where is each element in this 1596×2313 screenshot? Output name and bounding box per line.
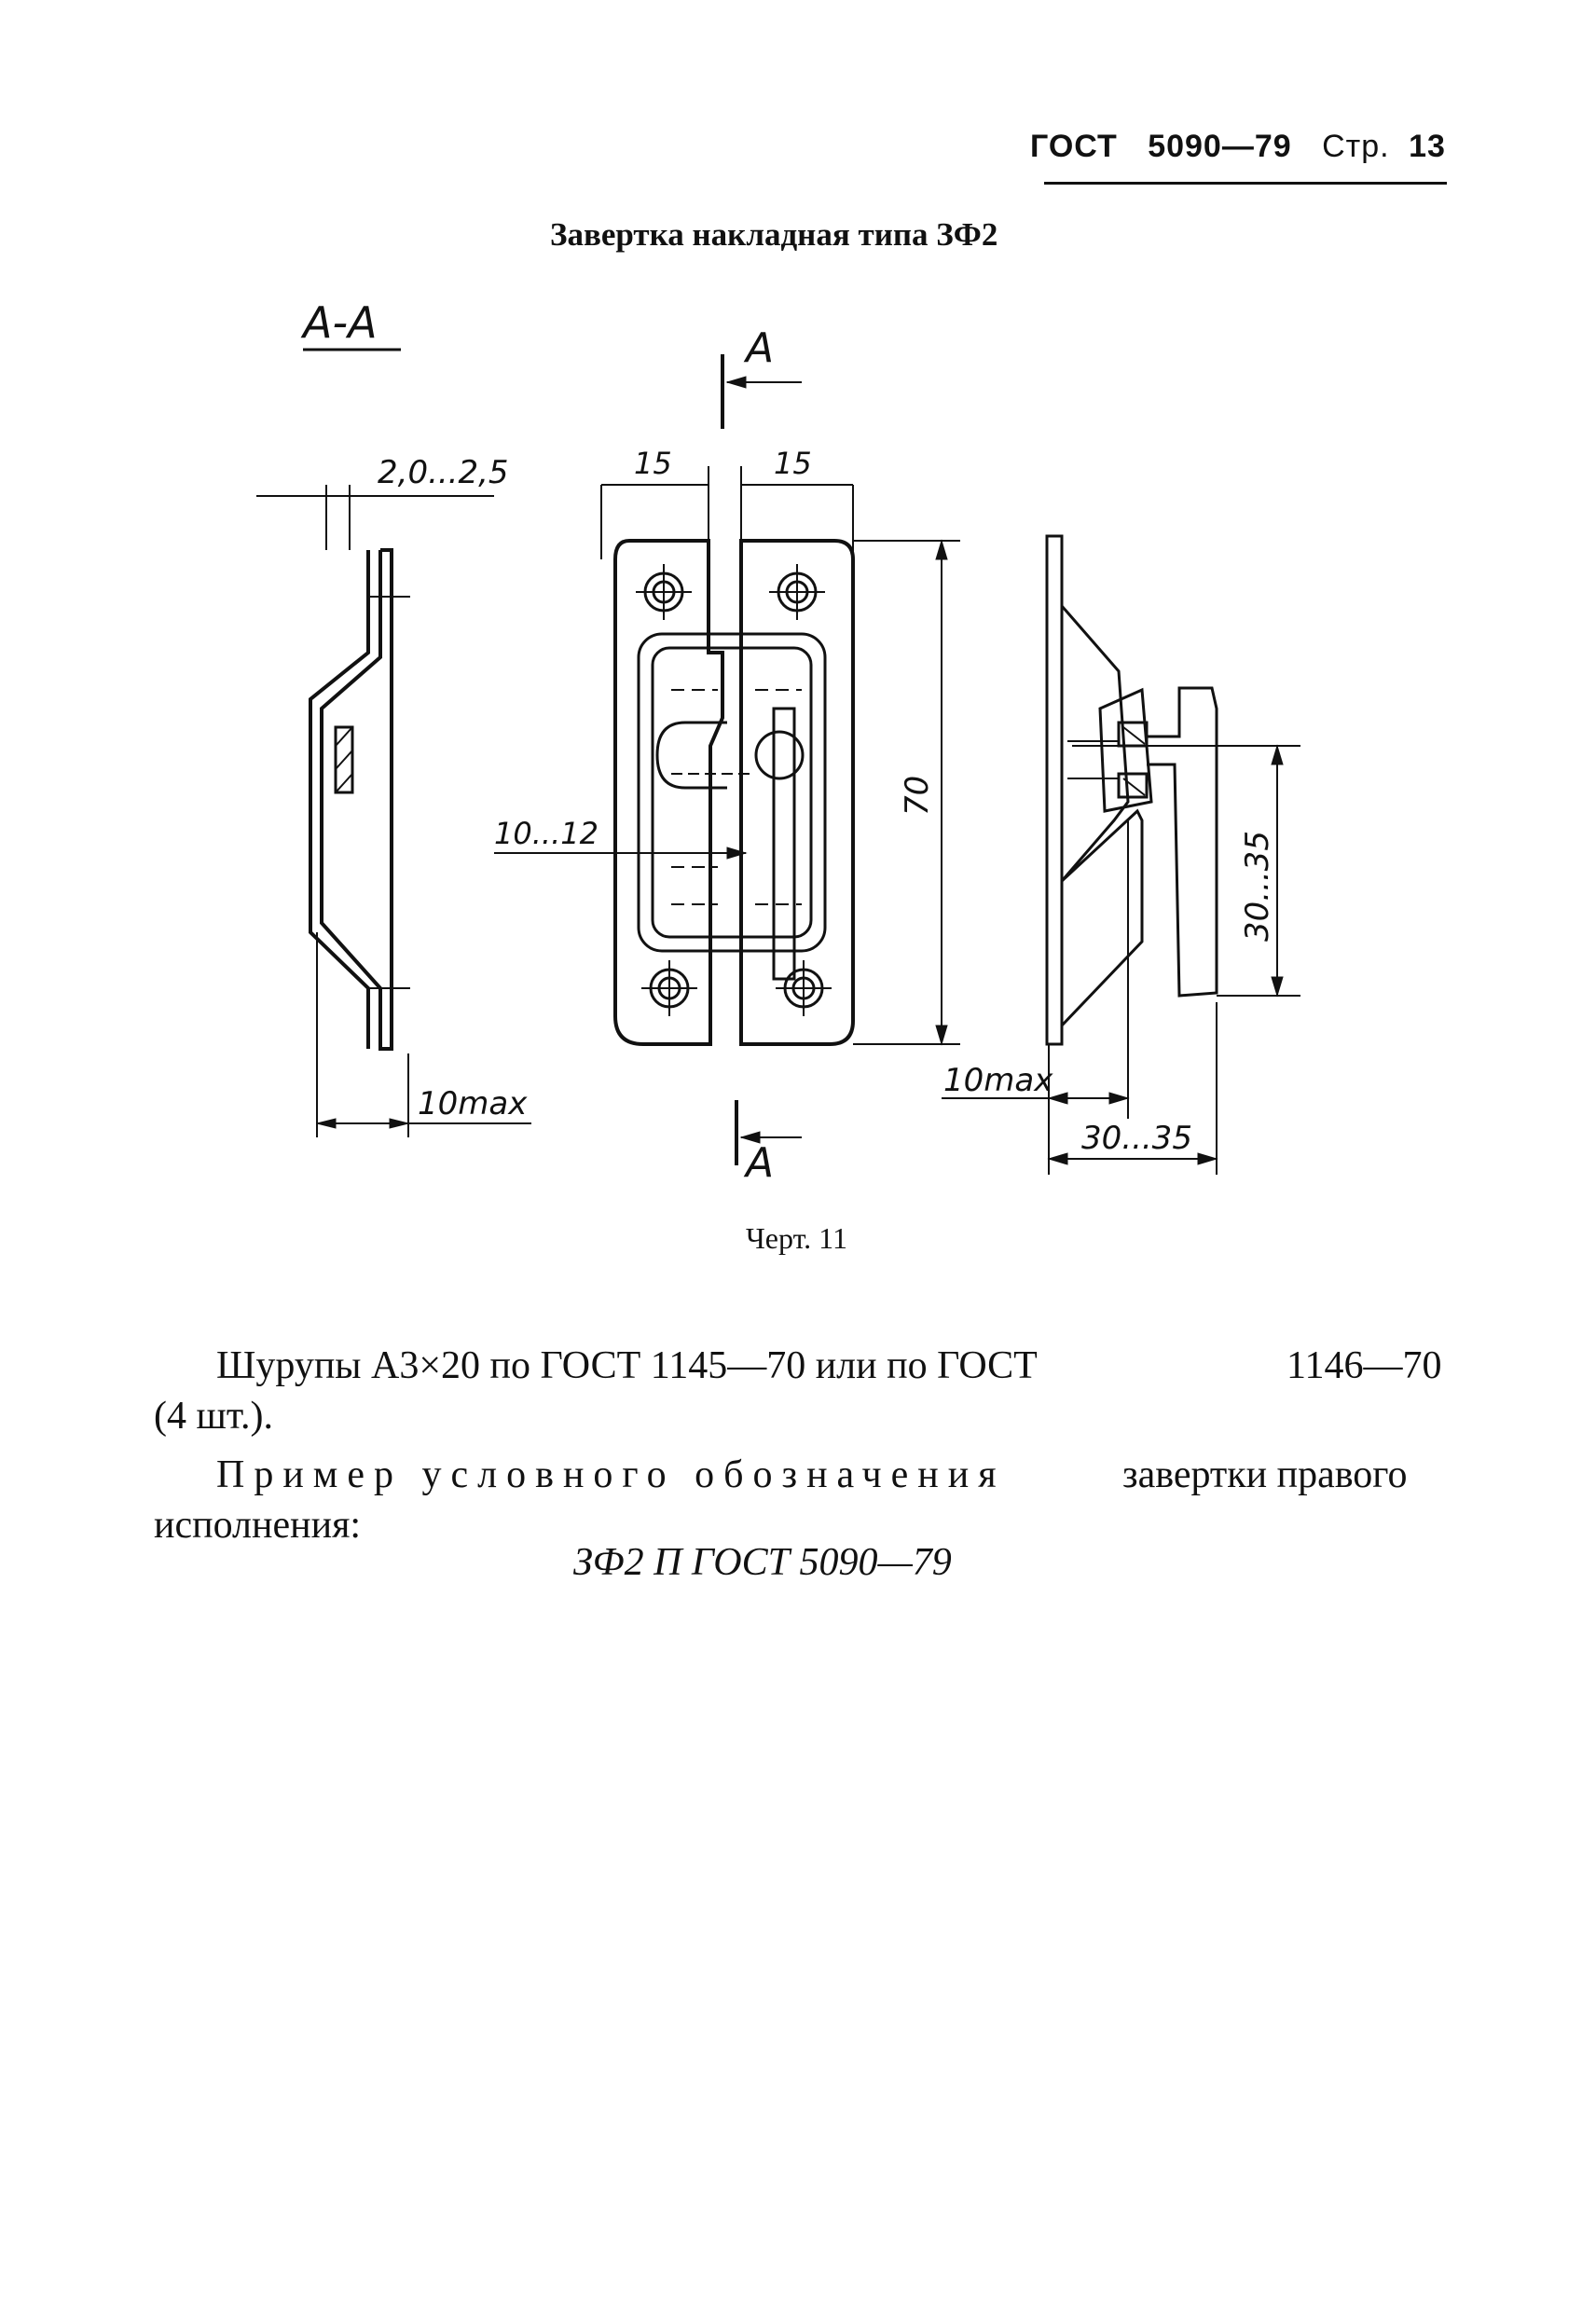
example-line-1-end: завертки правого bbox=[1122, 1453, 1408, 1496]
dim-thickness: 2,0...2,5 bbox=[378, 454, 509, 491]
dim-left-half: 15 bbox=[634, 446, 672, 481]
header-page-number: 13 bbox=[1409, 129, 1446, 164]
screws-line-1-end: 1146—70 bbox=[1286, 1344, 1442, 1387]
dim-max-right: 10max bbox=[943, 1062, 1053, 1099]
section-label: А-А bbox=[300, 297, 378, 348]
section-mark-bottom: А bbox=[743, 1139, 774, 1187]
figure-title: Завертка накладная типа ЗФ2 bbox=[550, 216, 998, 253]
screws-line-2: (4 шт.). bbox=[154, 1395, 274, 1438]
header-standard: ГОСТ bbox=[1030, 129, 1118, 164]
section-view-left bbox=[256, 485, 531, 1137]
dim-gap: 10...12 bbox=[494, 816, 598, 851]
screws-line-1: Шурупы А3×20 по ГОСТ 1145—70 или по ГОСТ bbox=[216, 1344, 1038, 1387]
technical-drawing: А-А А А 2,0...2,5 15 15 70 10...12 10max… bbox=[256, 297, 1300, 1187]
header-number: 5090—79 bbox=[1148, 129, 1292, 164]
dim-range-horizontal: 30...35 bbox=[1081, 1120, 1192, 1157]
front-view-center bbox=[494, 354, 960, 1165]
dim-right-half: 15 bbox=[774, 446, 812, 481]
dim-max-left: 10max bbox=[418, 1085, 528, 1122]
header-rule bbox=[1044, 182, 1447, 185]
side-view-right bbox=[942, 534, 1300, 1175]
designation: ЗФ2 П ГОСТ 5090—79 bbox=[573, 1541, 952, 1584]
page-header: ГОСТ 5090—79 Стр. 13 bbox=[1030, 129, 1466, 165]
example-line-2: исполнения: bbox=[154, 1504, 362, 1547]
figure-caption: Черт. 11 bbox=[746, 1221, 847, 1255]
dim-range-vertical: 30...35 bbox=[1239, 831, 1276, 942]
example-line-1: Пример условного обозначения bbox=[216, 1453, 1006, 1496]
header-page-word: Стр. bbox=[1322, 129, 1390, 164]
section-mark-top: А bbox=[743, 324, 774, 372]
dim-height: 70 bbox=[899, 776, 936, 816]
